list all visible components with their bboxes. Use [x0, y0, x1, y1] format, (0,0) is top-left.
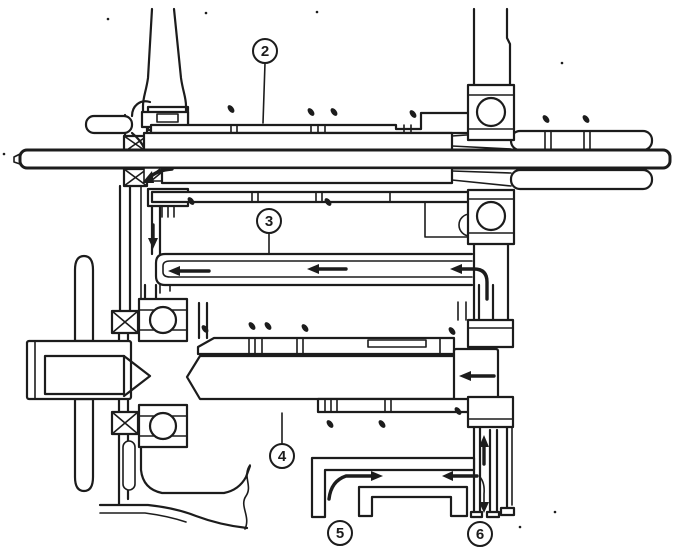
output-shaft-group — [25, 254, 252, 530]
main-sleeve-upper — [142, 131, 454, 152]
leader-2 — [262, 62, 266, 124]
oil-pipe-flow-arrow — [307, 264, 348, 274]
callout-3-label: 3 — [264, 212, 274, 230]
gearshift-lever — [84, 7, 190, 150]
oil-pipe-inner — [162, 260, 473, 278]
countershaft-feed-arrow — [459, 371, 496, 381]
callout-4-label: 4 — [277, 447, 287, 465]
left-arm — [84, 114, 134, 135]
ball-icon — [475, 96, 507, 128]
bearing-counter-lower — [137, 403, 189, 449]
bearings — [137, 83, 516, 449]
bearing-counter-upper — [137, 297, 189, 343]
drain-bar-arrow — [442, 471, 479, 481]
scan-specks — [2, 10, 564, 529]
main-sleeve-lower — [160, 166, 454, 185]
counter-right-bearing-block-upper — [466, 318, 515, 349]
main-shaft — [18, 148, 672, 170]
main-upper-extension — [509, 129, 654, 152]
bearing-main-upper — [466, 83, 516, 142]
mainshaft-gear-cluster — [13, 111, 672, 204]
callout-leaders — [262, 62, 283, 445]
counter-right-bearing-block-lower — [466, 395, 515, 429]
trough-outer-channel — [310, 456, 476, 519]
callout-4: 4 — [269, 443, 295, 469]
yoke-lower-arm — [73, 397, 95, 493]
ball-icon — [475, 200, 507, 232]
oil-pipe — [154, 192, 474, 294]
gallery-elbow-arrow — [450, 264, 489, 301]
main-bottom-band — [150, 190, 472, 204]
section-break-line — [242, 464, 251, 530]
riser-arrow — [479, 435, 489, 466]
output-spline — [43, 354, 126, 396]
oil-droplets — [187, 105, 590, 428]
callout-6: 6 — [467, 521, 493, 547]
trough-feed-arrow — [327, 471, 383, 501]
counter-bottom-band — [316, 397, 494, 414]
ball-icon — [148, 411, 178, 441]
callout-6-label: 6 — [475, 525, 485, 543]
callout-3: 3 — [256, 208, 282, 234]
countershaft-gear-cluster — [185, 301, 500, 414]
drain-down-arrow — [479, 476, 489, 513]
spline-chevron — [122, 354, 152, 398]
oil-trough — [310, 456, 476, 519]
callout-5-label: 5 — [335, 524, 345, 542]
oil-pipe-outlet-arrow — [168, 266, 211, 276]
callout-5: 5 — [327, 520, 353, 546]
seal-feed-arrow — [142, 167, 174, 183]
counter-body — [185, 354, 499, 401]
case-boot — [139, 446, 252, 495]
main-lower-extension — [509, 168, 654, 191]
oil-flow-arrows — [142, 167, 496, 513]
ball-icon — [148, 305, 178, 335]
callout-2: 2 — [252, 38, 278, 64]
bearing-main-lower — [466, 188, 516, 246]
left-wall-drip-arrow — [148, 223, 158, 249]
trough-inner-channel — [357, 485, 469, 518]
yoke-upper-arm — [73, 254, 95, 343]
callout-2-label: 2 — [260, 42, 270, 60]
